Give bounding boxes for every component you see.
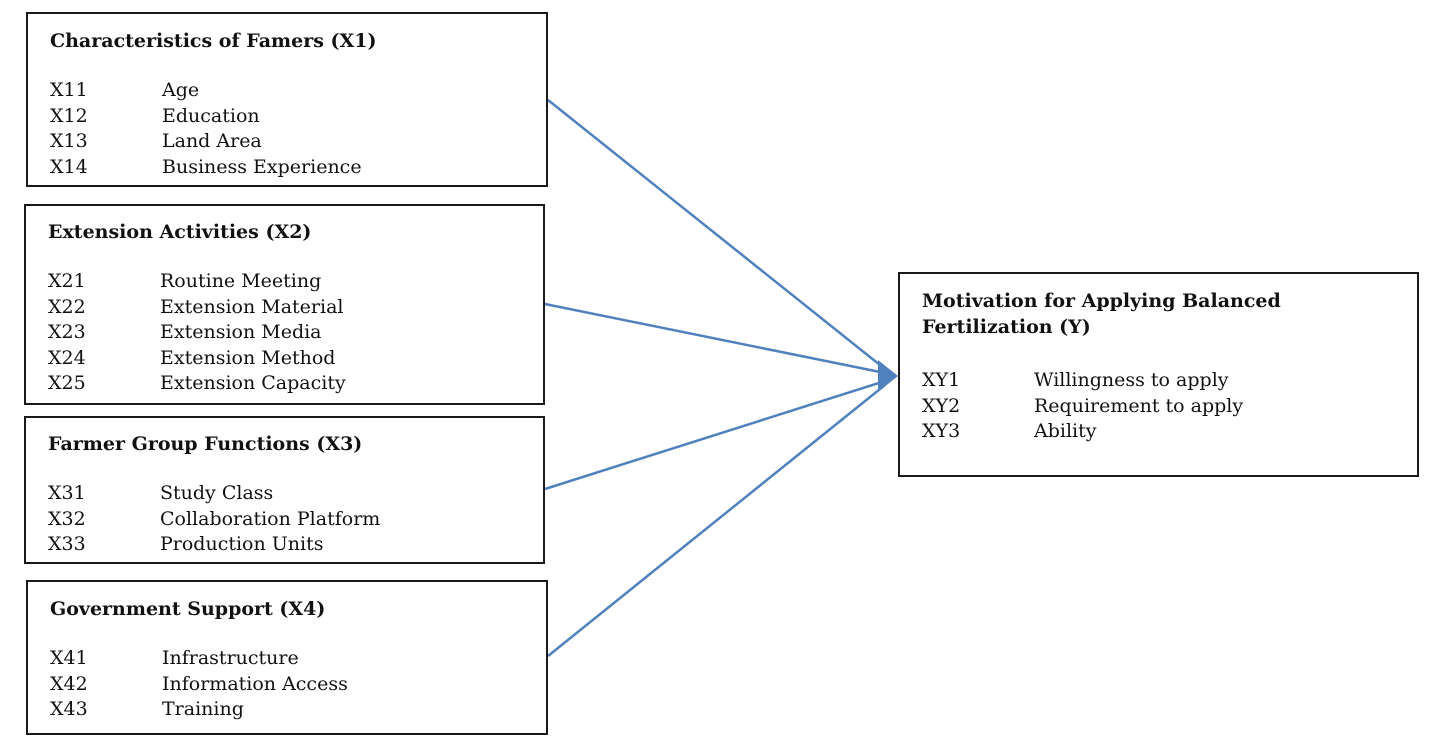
variable-code: XY1 (922, 369, 961, 391)
variable-code: X41 (50, 647, 88, 669)
box-title: Farmer Group Functions (X3) (48, 433, 363, 455)
variable-label: Extension Method (160, 346, 336, 369)
variable-label: Ability (1034, 420, 1097, 442)
variable-code: X14 (50, 155, 88, 178)
box-farmer-group-functions: Farmer Group Functions (X3) X31 Study Cla… (24, 416, 545, 564)
arrow-x2-to-y (544, 302, 886, 375)
box-motivation-balanced-fertilization: Motivation for Applying Balanced Fertili… (898, 272, 1419, 477)
variable-label: Study Class (160, 482, 274, 504)
variable-row: X13 Land Area (50, 129, 546, 155)
box-title: Government Support (X4) (50, 598, 326, 620)
variable-code: X43 (50, 698, 88, 720)
variable-label: Willingness to apply (1034, 369, 1229, 391)
box-government-support: Government Support (X4) X41 Infrastructur… (26, 580, 548, 735)
variable-code: X13 (50, 130, 88, 152)
variable-label: Collaboration Platform (160, 507, 381, 530)
variable-row: X14 Business Experience (50, 155, 546, 181)
variable-label: Extension Material (160, 295, 344, 318)
variable-code: X12 (50, 104, 88, 127)
arrow-x3-to-y (544, 379, 886, 491)
variable-code: X25 (48, 372, 86, 394)
variable-row: X24 Extension Method (48, 346, 543, 372)
variable-code: X11 (50, 79, 88, 101)
variable-code: X24 (48, 346, 86, 369)
variable-row: X11 Age (50, 78, 546, 104)
variable-row: X25 Extension Capacity (48, 371, 543, 397)
arrow-x4-to-y (547, 384, 886, 657)
variable-label: Routine Meeting (160, 270, 322, 292)
variable-code: X42 (50, 672, 88, 695)
variable-row: X33 Production Units (48, 532, 543, 558)
variable-label: Extension Capacity (160, 372, 346, 394)
variable-row: X43 Training (50, 697, 546, 723)
variable-code: XY2 (922, 394, 961, 417)
box-characteristics-of-farmers: Characteristics of Famers (X1) X11 Age X1… (26, 12, 548, 187)
variable-label: Requirement to apply (1034, 394, 1244, 417)
variable-row: X23 Extension Media (48, 320, 543, 346)
variable-row: X42 Information Access (50, 672, 546, 698)
variable-row: X21 Routine Meeting (48, 269, 543, 295)
variable-row: X31 Study Class (48, 481, 543, 507)
variable-code: X21 (48, 270, 86, 292)
variable-label: Age (162, 79, 200, 101)
variable-label: Infrastructure (162, 647, 299, 669)
variable-code: X33 (48, 533, 86, 555)
box-title: Motivation for Applying Balanced Fertili… (922, 290, 1281, 338)
variable-label: Land Area (162, 130, 262, 152)
variable-code: XY3 (922, 420, 961, 442)
variable-label: Extension Media (160, 321, 322, 343)
variable-row: XY3 Ability (922, 419, 1417, 445)
variable-label: Education (162, 104, 260, 127)
variable-code: X32 (48, 507, 86, 530)
variable-label: Production Units (160, 533, 324, 555)
variable-row: X32 Collaboration Platform (48, 507, 543, 533)
variable-code: X23 (48, 321, 86, 343)
variable-row: X41 Infrastructure (50, 646, 546, 672)
arrowhead (878, 360, 898, 392)
variable-row: X12 Education (50, 104, 546, 130)
variable-code: X31 (48, 482, 86, 504)
variable-label: Training (162, 698, 244, 720)
variable-code: X22 (48, 295, 86, 318)
arrow-x1-to-y (547, 99, 886, 370)
box-title: Characteristics of Famers (X1) (50, 30, 377, 52)
variable-row: XY2 Requirement to apply (922, 394, 1417, 420)
variable-label: Business Experience (162, 155, 362, 178)
variable-row: XY1 Willingness to apply (922, 368, 1417, 394)
box-extension-activities: Extension Activities (X2) X21 Routine Mee… (24, 204, 545, 405)
variable-row: X22 Extension Material (48, 295, 543, 321)
variable-label: Information Access (162, 672, 348, 695)
box-title: Extension Activities (X2) (48, 221, 312, 243)
